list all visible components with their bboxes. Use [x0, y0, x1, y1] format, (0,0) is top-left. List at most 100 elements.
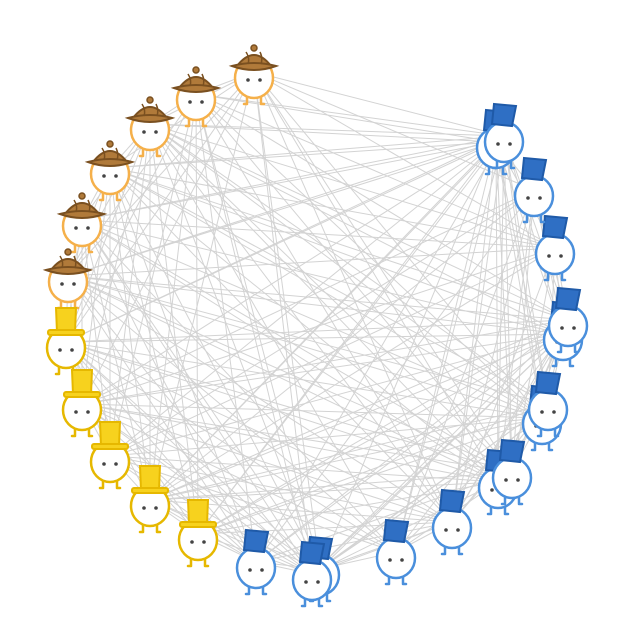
eye — [559, 254, 563, 258]
edge — [109, 135, 505, 457]
edge — [149, 403, 549, 501]
edge — [495, 141, 513, 473]
edge — [109, 247, 556, 457]
legs — [536, 424, 560, 438]
edge — [149, 123, 505, 137]
edge — [81, 189, 535, 405]
eye — [456, 528, 460, 532]
legs — [300, 594, 324, 608]
nodes-layer — [42, 44, 589, 608]
edge — [503, 135, 513, 473]
edge — [81, 333, 564, 405]
edge — [109, 135, 505, 169]
legs — [70, 240, 94, 254]
eye — [74, 226, 78, 230]
edge — [395, 135, 505, 553]
edge — [149, 417, 543, 501]
legs — [56, 296, 80, 310]
edge — [255, 135, 505, 563]
edge — [253, 71, 535, 191]
edge — [67, 141, 497, 277]
node-fez — [291, 540, 333, 608]
eye — [202, 540, 206, 544]
edge — [451, 247, 556, 523]
deerstalker-icon — [42, 248, 94, 275]
edge — [497, 135, 505, 483]
edge — [195, 93, 257, 563]
eye — [388, 558, 392, 562]
edge — [81, 319, 569, 405]
edge — [511, 247, 556, 473]
edge — [81, 403, 513, 473]
edge — [81, 219, 313, 575]
edge — [67, 275, 397, 553]
fez-icon — [554, 286, 582, 312]
node-detective — [124, 96, 176, 158]
legs — [484, 162, 508, 176]
edge — [67, 275, 543, 419]
eye — [86, 226, 90, 230]
edge — [149, 123, 199, 535]
eye — [490, 488, 494, 492]
eye — [114, 174, 118, 178]
edge — [195, 93, 497, 143]
edge — [495, 141, 549, 405]
top-hat-icon — [179, 499, 217, 528]
edge — [197, 403, 549, 535]
edge — [149, 319, 569, 501]
fez-icon — [541, 214, 569, 240]
eye — [526, 196, 530, 200]
edge — [81, 219, 543, 419]
eye — [547, 254, 551, 258]
head — [235, 546, 277, 590]
edge — [67, 275, 564, 335]
edge — [395, 141, 497, 553]
eye — [260, 568, 264, 572]
top-hat-icon — [131, 465, 169, 494]
eye — [248, 568, 252, 572]
node-fez — [431, 488, 473, 556]
eye — [188, 100, 192, 104]
edge — [109, 167, 151, 501]
eye — [154, 506, 158, 510]
node-fez — [534, 214, 576, 282]
legs — [543, 268, 567, 282]
edge — [65, 319, 569, 343]
eye — [142, 130, 146, 134]
head — [483, 120, 525, 164]
edge — [195, 93, 505, 137]
edge — [451, 189, 535, 523]
top-hat-icon — [63, 369, 101, 398]
legs — [244, 582, 268, 596]
deerstalker-icon — [170, 66, 222, 93]
node-tophat — [61, 369, 103, 438]
edge — [497, 189, 535, 483]
eye — [400, 558, 404, 562]
fez-icon — [534, 370, 562, 396]
edge — [149, 123, 497, 143]
node-fez — [527, 370, 569, 438]
edge — [149, 471, 513, 501]
edge — [67, 275, 313, 575]
legs — [184, 114, 208, 128]
legs — [492, 156, 516, 170]
edge — [255, 471, 513, 563]
edge — [253, 71, 505, 137]
edge — [253, 71, 453, 523]
edge — [311, 403, 549, 575]
edge — [65, 341, 543, 419]
legs — [138, 144, 162, 158]
edge — [451, 141, 497, 523]
legs — [98, 188, 122, 202]
legs — [530, 438, 554, 452]
head — [431, 506, 473, 550]
eye — [86, 410, 90, 414]
eye — [516, 478, 520, 482]
edge — [495, 141, 543, 419]
fez-icon — [298, 540, 326, 566]
legs — [440, 542, 464, 556]
eye — [102, 174, 106, 178]
edge — [109, 455, 499, 483]
node-tophat — [89, 421, 131, 490]
eye — [142, 506, 146, 510]
